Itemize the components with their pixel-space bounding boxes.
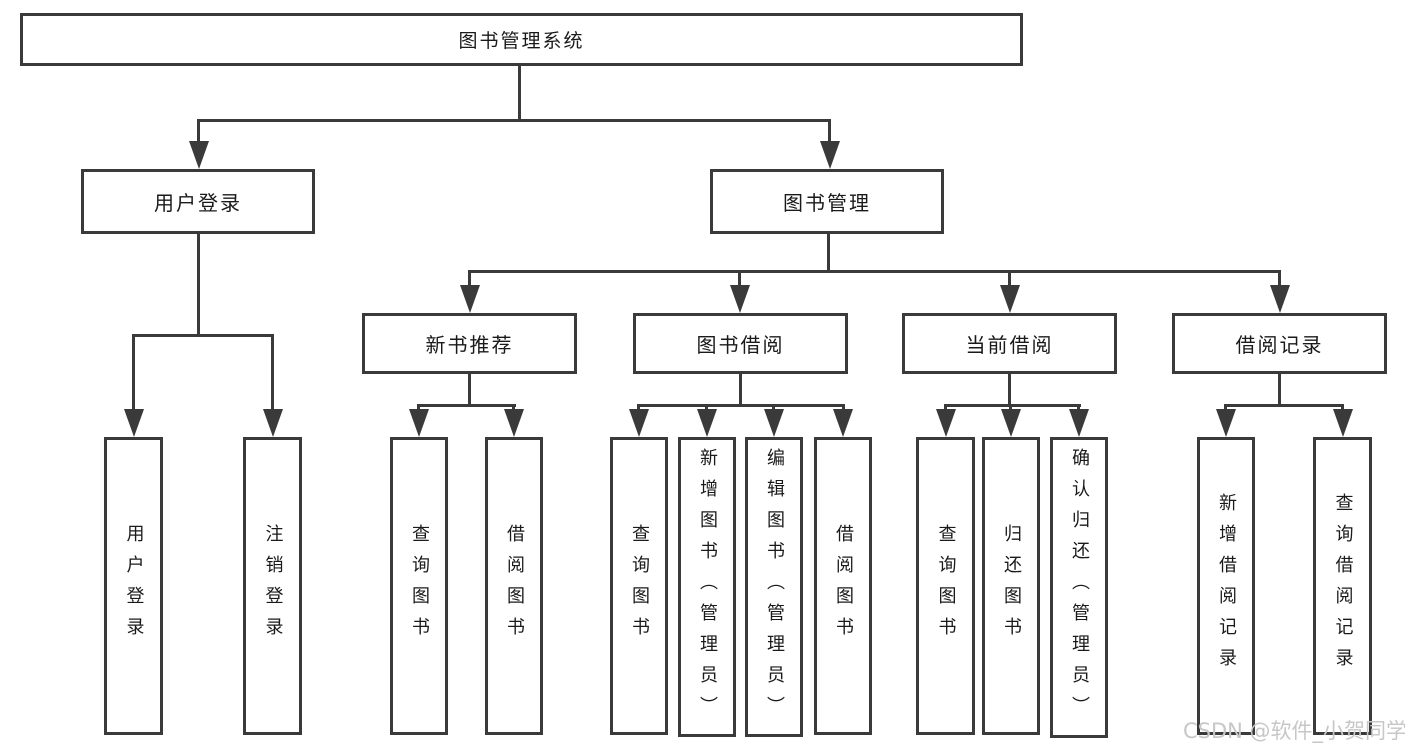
connector-line xyxy=(1077,404,1080,412)
node-new-book-recommend: 新书推荐 xyxy=(362,313,577,374)
connector-line xyxy=(739,374,742,407)
connector-line xyxy=(738,270,741,290)
leaf-borrow-books-recommend: 借阅图书 xyxy=(485,437,543,735)
connector-line xyxy=(518,66,521,122)
connector-line xyxy=(944,404,947,412)
connector-line xyxy=(468,374,471,407)
connector-line xyxy=(132,334,274,337)
arrow-down-icon xyxy=(409,409,429,437)
connector-line xyxy=(842,404,845,412)
node-book-management: 图书管理 xyxy=(710,169,944,234)
connector-line xyxy=(705,404,708,412)
connector-line xyxy=(1341,404,1344,412)
leaf-query-books-recommend: 查询图书 xyxy=(390,437,448,735)
connector-line xyxy=(827,234,830,273)
node-current-borrowing: 当前借阅 xyxy=(902,313,1117,374)
connector-line xyxy=(1224,404,1227,412)
leaf-borrow-books-borrowing: 借阅图书 xyxy=(814,437,872,735)
arrow-down-icon xyxy=(1000,285,1020,313)
connector-line xyxy=(512,404,515,412)
arrow-down-icon xyxy=(1069,409,1089,437)
arrow-down-icon xyxy=(730,285,750,313)
node-library-system: 图书管理系统 xyxy=(20,13,1023,66)
arrow-down-icon xyxy=(124,409,144,437)
leaf-query-borrow-record: 查询借阅记录 xyxy=(1313,437,1372,735)
leaf-return-book: 归还图书 xyxy=(982,437,1040,735)
connector-line xyxy=(417,404,516,407)
leaf-query-books-borrowing: 查询图书 xyxy=(610,437,668,735)
arrow-down-icon xyxy=(189,141,209,169)
connector-line xyxy=(1008,374,1011,407)
connector-line xyxy=(468,270,1281,273)
connector-line xyxy=(944,404,1081,407)
connector-line xyxy=(1009,404,1012,412)
arrow-down-icon xyxy=(629,409,649,437)
arrow-down-icon xyxy=(1001,409,1021,437)
connector-line xyxy=(132,334,135,412)
arrow-down-icon xyxy=(1333,409,1353,437)
leaf-add-borrow-record: 新增借阅记录 xyxy=(1197,437,1255,735)
leaf-confirm-return-admin: 确认归还（管理员） xyxy=(1050,437,1108,738)
arrow-down-icon xyxy=(263,409,283,437)
connector-line xyxy=(1224,404,1344,407)
connector-line xyxy=(772,404,775,412)
connector-line xyxy=(197,119,831,122)
node-book-borrowing: 图书借阅 xyxy=(633,313,848,374)
connector-line xyxy=(197,234,200,337)
arrow-down-icon xyxy=(833,409,853,437)
connector-line xyxy=(197,119,200,146)
leaf-user-login: 用户登录 xyxy=(104,437,163,735)
leaf-query-books-current: 查询图书 xyxy=(916,437,975,735)
csdn-watermark: CSDN @软件_小贺同学 xyxy=(1183,719,1405,743)
node-user-login: 用户登录 xyxy=(81,169,315,234)
arrow-down-icon xyxy=(1216,409,1236,437)
arrow-down-icon xyxy=(504,409,524,437)
arrow-down-icon xyxy=(697,409,717,437)
connector-line xyxy=(417,404,420,412)
leaf-add-book-admin: 新增图书（管理员） xyxy=(678,437,736,737)
connector-line xyxy=(271,334,274,412)
connector-line xyxy=(468,270,471,290)
connector-line xyxy=(637,404,640,412)
arrow-down-icon xyxy=(1270,285,1290,313)
leaf-edit-book-admin: 编辑图书（管理员） xyxy=(745,437,803,737)
arrow-down-icon xyxy=(820,141,840,169)
node-borrowing-records: 借阅记录 xyxy=(1172,313,1387,374)
connector-line xyxy=(1278,270,1281,290)
connector-line xyxy=(828,119,831,146)
connector-line xyxy=(637,404,845,407)
arrow-down-icon xyxy=(764,409,784,437)
arrow-down-icon xyxy=(936,409,956,437)
leaf-logout: 注销登录 xyxy=(243,437,302,735)
arrow-down-icon xyxy=(460,285,480,313)
connector-line xyxy=(1008,270,1011,290)
connector-line xyxy=(1278,374,1281,407)
